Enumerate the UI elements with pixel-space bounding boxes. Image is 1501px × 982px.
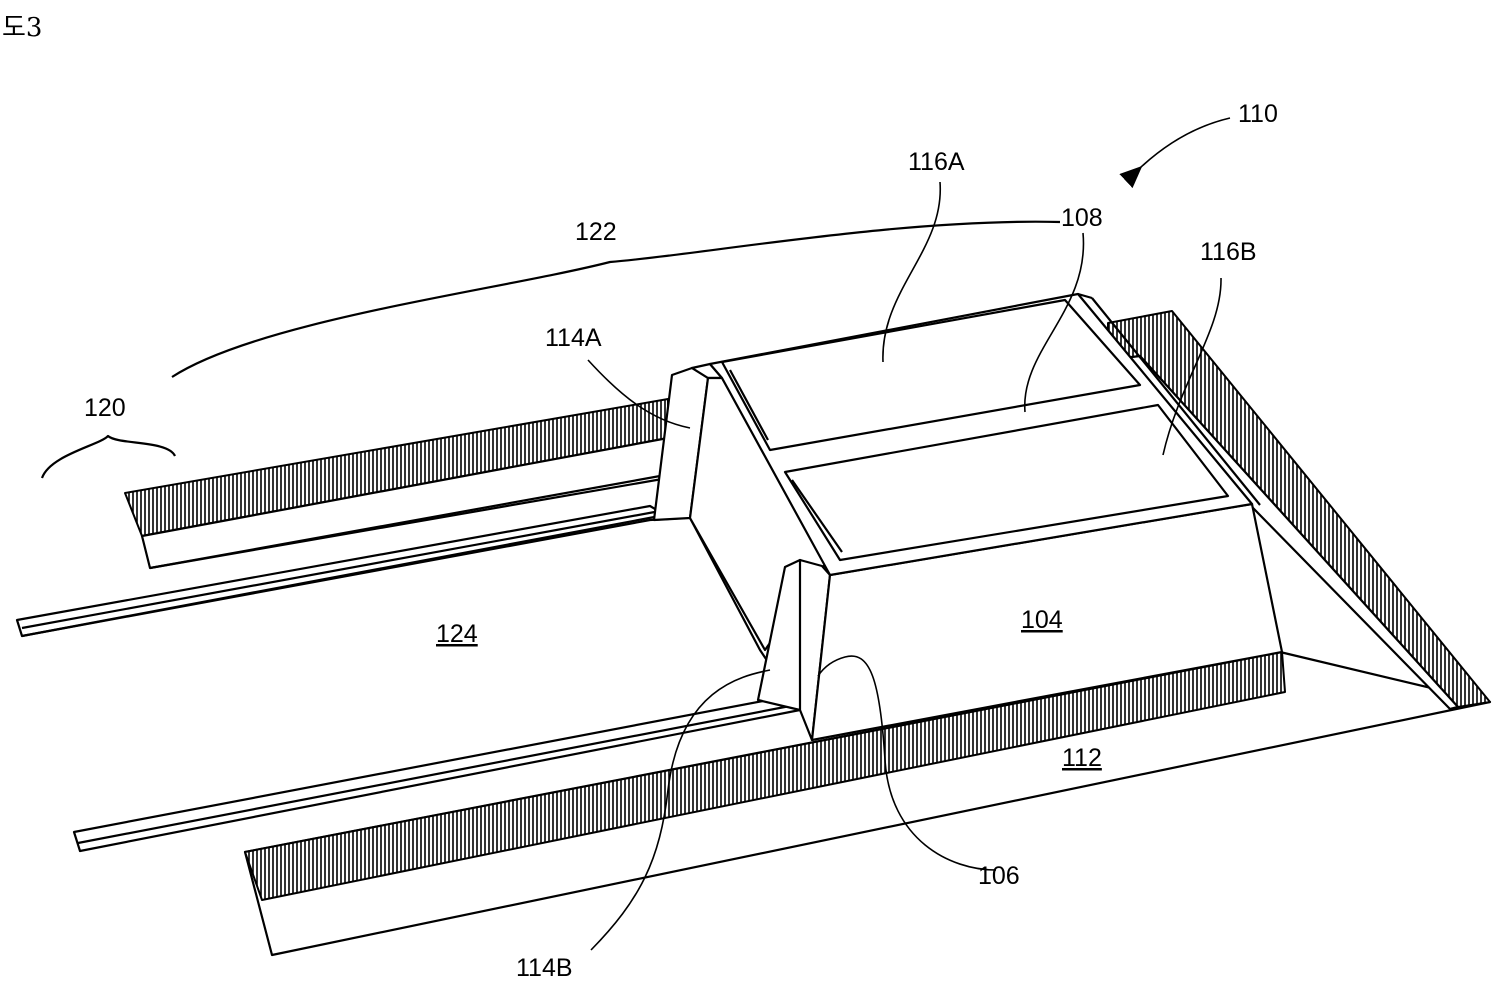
bracket-120 — [42, 436, 175, 478]
arrow-110 — [1140, 118, 1230, 168]
label-122: 122 — [575, 218, 617, 246]
label-124: 124 — [436, 620, 478, 648]
label-110: 110 — [1238, 100, 1278, 128]
figure-title: 도3 — [2, 13, 42, 43]
label-114B: 114B — [516, 954, 573, 982]
label-106: 106 — [978, 862, 1020, 890]
label-112: 112 — [1062, 744, 1102, 772]
label-104: 104 — [1021, 606, 1063, 634]
label-108: 108 — [1061, 204, 1103, 232]
label-114A: 114A — [545, 324, 602, 352]
label-116B: 116B — [1200, 238, 1257, 266]
rear-rail — [125, 399, 668, 568]
label-120: 120 — [84, 394, 126, 422]
label-116A: 116A — [908, 148, 965, 176]
